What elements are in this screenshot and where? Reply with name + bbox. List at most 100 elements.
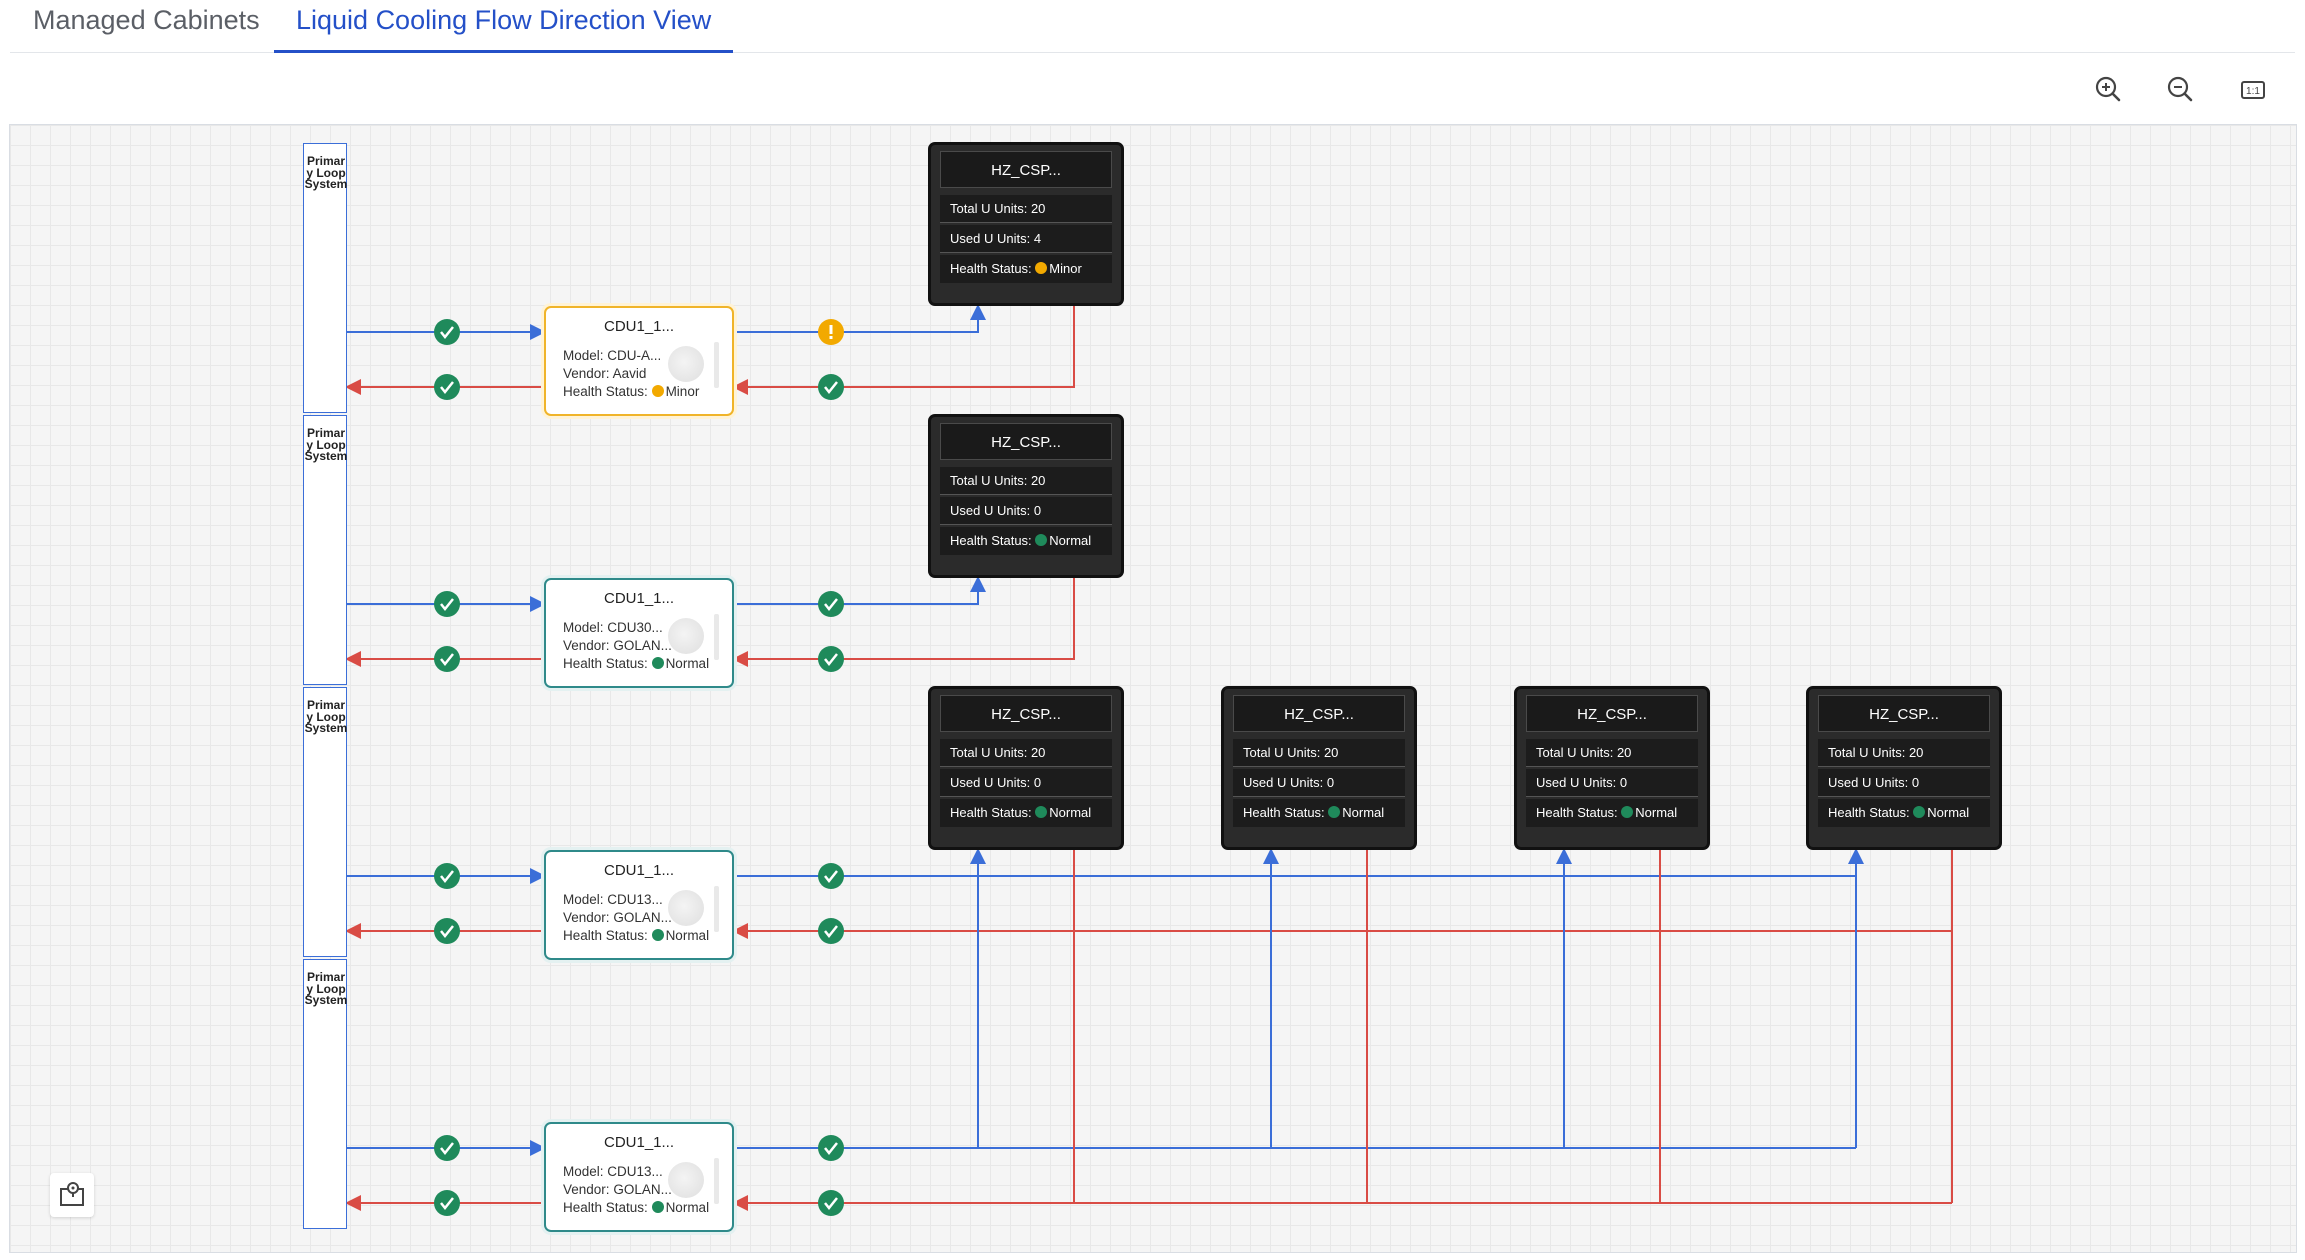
cabinet-health: Normal [1049, 805, 1092, 820]
health-label: Health Status: [1243, 805, 1325, 820]
cdu-node-1[interactable]: CDU1_1... Model: CDU-A... Vendor: Aavid … [544, 306, 734, 416]
cdu-node-3[interactable]: CDU1_1... Model: CDU13... Vendor: GOLAN.… [544, 850, 734, 960]
check-icon [434, 863, 460, 889]
loop-label: Primary Loop System [304, 970, 348, 1007]
supply-line-cdu1-cab1 [734, 304, 986, 333]
cdu-node-2[interactable]: CDU1_1... Model: CDU30... Vendor: GOLAN.… [544, 578, 734, 688]
normal-status-icon [1035, 806, 1048, 818]
cdu-node-4[interactable]: CDU1_1... Model: CDU13... Vendor: GOLAN.… [544, 1122, 734, 1232]
cabinet-name: HZ_CSP... [1526, 695, 1698, 732]
used-u-label: Used U Units: [1536, 775, 1617, 790]
cdu-scrollbar[interactable] [714, 886, 719, 932]
zoom-in-button[interactable] [2091, 72, 2127, 108]
vendor-label: Vendor: [563, 638, 610, 653]
total-u-label: Total U Units: [1828, 745, 1906, 760]
check-icon [434, 319, 460, 345]
cabinet-name: HZ_CSP... [1818, 695, 1990, 732]
model-label: Model: [563, 348, 604, 363]
warning-icon [818, 319, 844, 345]
cdu-scrollbar[interactable] [714, 342, 719, 388]
loop-label: Primary Loop System [304, 698, 348, 735]
fan-icon [668, 1162, 704, 1198]
used-u-value: 0 [1033, 775, 1042, 790]
health-label: Health Status: [563, 1200, 648, 1215]
cdu-model: CDU13... [607, 1164, 663, 1179]
cdu-health: Minor [665, 384, 700, 399]
cabinet-node-6[interactable]: HZ_CSP... Total U Units: 20 Used U Units… [1806, 686, 2002, 850]
cabinet-node-3[interactable]: HZ_CSP... Total U Units: 20 Used U Units… [928, 686, 1124, 850]
normal-status-icon [1913, 806, 1926, 818]
zoom-in-icon [2095, 76, 2121, 102]
normal-status-icon [1035, 534, 1048, 546]
health-label: Health Status: [563, 928, 648, 943]
check-icon [818, 374, 844, 400]
cdu-model: CDU13... [607, 892, 663, 907]
check-icon [818, 918, 844, 944]
check-icon [434, 646, 460, 672]
check-icon [434, 918, 460, 944]
used-u-label: Used U Units: [1243, 775, 1324, 790]
check-icon [818, 1190, 844, 1216]
svg-text:1:1: 1:1 [2246, 86, 2260, 97]
one-to-one-icon: 1:1 [2241, 81, 2265, 99]
cdu-scrollbar[interactable] [714, 1158, 719, 1204]
return-bus-cdu3 [732, 850, 1953, 939]
view-tabs: Managed Cabinets Liquid Cooling Flow Dir… [10, 0, 2295, 53]
cdu-health: Normal [665, 1200, 710, 1215]
actual-size-button[interactable]: 1:1 [2235, 72, 2271, 108]
used-u-value: 0 [1326, 775, 1335, 790]
minor-status-icon [651, 385, 664, 397]
status-markers [434, 319, 844, 1216]
cabinet-node-1[interactable]: HZ_CSP... Total U Units: 20 Used U Units… [928, 142, 1124, 306]
cdu-vendor: GOLAN... [613, 638, 672, 653]
tab-liquid-cooling-flow[interactable]: Liquid Cooling Flow Direction View [274, 0, 734, 53]
total-u-value: 20 [1616, 745, 1632, 760]
check-icon [818, 646, 844, 672]
check-icon [434, 591, 460, 617]
cdu-health: Normal [665, 928, 710, 943]
vendor-label: Vendor: [563, 910, 610, 925]
flow-lines [345, 304, 1953, 1216]
return-line-cab1-cdu1 [732, 306, 1075, 395]
total-u-value: 20 [1323, 745, 1339, 760]
primary-loop-system-1[interactable]: Primary Loop System [303, 143, 347, 413]
health-label: Health Status: [950, 533, 1032, 548]
health-label: Health Status: [1828, 805, 1910, 820]
total-u-label: Total U Units: [950, 745, 1028, 760]
cabinet-node-5[interactable]: HZ_CSP... Total U Units: 20 Used U Units… [1514, 686, 1710, 850]
used-u-value: 0 [1619, 775, 1628, 790]
used-u-label: Used U Units: [950, 775, 1031, 790]
health-label: Health Status: [950, 805, 1032, 820]
loop-label: Primary Loop System [304, 426, 348, 463]
cdu-scrollbar[interactable] [714, 614, 719, 660]
cabinet-node-2[interactable]: HZ_CSP... Total U Units: 20 Used U Units… [928, 414, 1124, 578]
health-label: Health Status: [950, 261, 1032, 276]
locate-button[interactable] [50, 1173, 94, 1217]
fan-icon [668, 618, 704, 654]
minor-status-icon [1035, 262, 1048, 274]
cabinet-name: HZ_CSP... [1233, 695, 1405, 732]
cabinet-node-4[interactable]: HZ_CSP... Total U Units: 20 Used U Units… [1221, 686, 1417, 850]
health-label: Health Status: [563, 384, 648, 399]
zoom-out-button[interactable] [2163, 72, 2199, 108]
health-label: Health Status: [563, 656, 648, 671]
supply-line-cdu2-cab2 [734, 576, 986, 605]
cdu-model: CDU30... [607, 620, 663, 635]
primary-loop-system-4[interactable]: Primary Loop System [303, 959, 347, 1229]
cdu-vendor: Aavid [612, 366, 647, 381]
total-u-value: 20 [1030, 473, 1046, 488]
cdu-model: CDU-A... [607, 348, 662, 363]
model-label: Model: [563, 892, 604, 907]
primary-loop-system-3[interactable]: Primary Loop System [303, 687, 347, 957]
cabinet-name: HZ_CSP... [940, 695, 1112, 732]
check-icon [818, 591, 844, 617]
flow-canvas[interactable]: Primary Loop System Primary Loop System … [9, 124, 2297, 1253]
used-u-label: Used U Units: [1828, 775, 1909, 790]
primary-loop-system-2[interactable]: Primary Loop System [303, 415, 347, 685]
cabinet-health: Normal [1049, 533, 1092, 548]
total-u-label: Total U Units: [1243, 745, 1321, 760]
vendor-label: Vendor: [563, 366, 610, 381]
total-u-value: 20 [1030, 201, 1046, 216]
tab-managed-cabinets[interactable]: Managed Cabinets [33, 5, 260, 35]
return-line-cab2-cdu2 [732, 578, 1075, 667]
